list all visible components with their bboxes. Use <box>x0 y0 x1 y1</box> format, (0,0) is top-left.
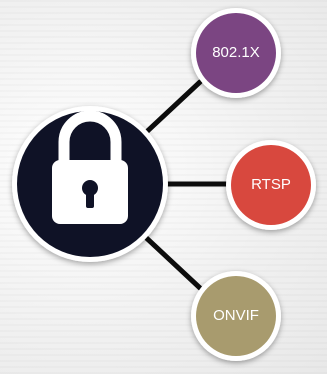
node-label-rtsp: RTSP <box>251 176 291 193</box>
node-onvif <box>191 271 281 361</box>
connector-onvif <box>137 229 203 291</box>
node-label-802-1x: 802.1X <box>212 44 260 61</box>
padlock-hub <box>12 106 168 262</box>
connector-802-1x <box>137 79 203 141</box>
node-label-onvif: ONVIF <box>213 307 259 324</box>
node-rtsp <box>226 140 316 230</box>
padlock-icon <box>52 110 128 224</box>
node-802-1x <box>191 8 281 98</box>
